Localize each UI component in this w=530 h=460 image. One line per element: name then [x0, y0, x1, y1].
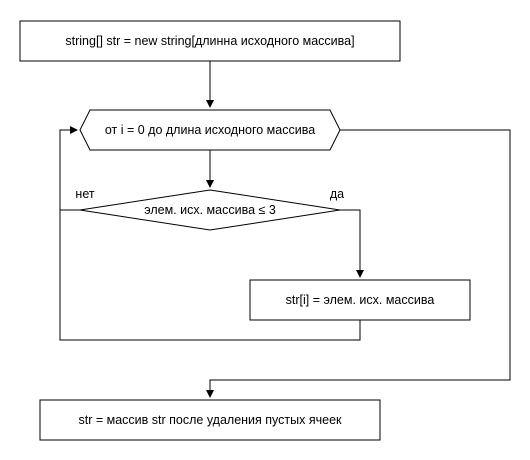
connector-yes-branch: [340, 209, 364, 278]
connector-assign-return: [59, 126, 361, 341]
result-label: str = массив str после удаления пустых я…: [78, 412, 342, 427]
init-label: string[] str = new string[длинна исходно…: [65, 33, 355, 48]
assign-label: str[i] = элем. исх. массива: [285, 292, 435, 307]
branch-yes-label: да: [329, 186, 345, 201]
loop-label: от i = 0 до длина исходного массива: [104, 122, 316, 137]
result-box: [39, 399, 381, 441]
loop-hexagon: [79, 109, 341, 151]
condition-diamond: [79, 189, 341, 231]
connector-loop-exit: [206, 129, 511, 398]
branch-no-label: нет: [75, 186, 95, 201]
init-box: [19, 20, 401, 62]
condition-label: элем. исх. массива ≤ 3: [144, 202, 276, 217]
assign-box: [249, 279, 471, 321]
